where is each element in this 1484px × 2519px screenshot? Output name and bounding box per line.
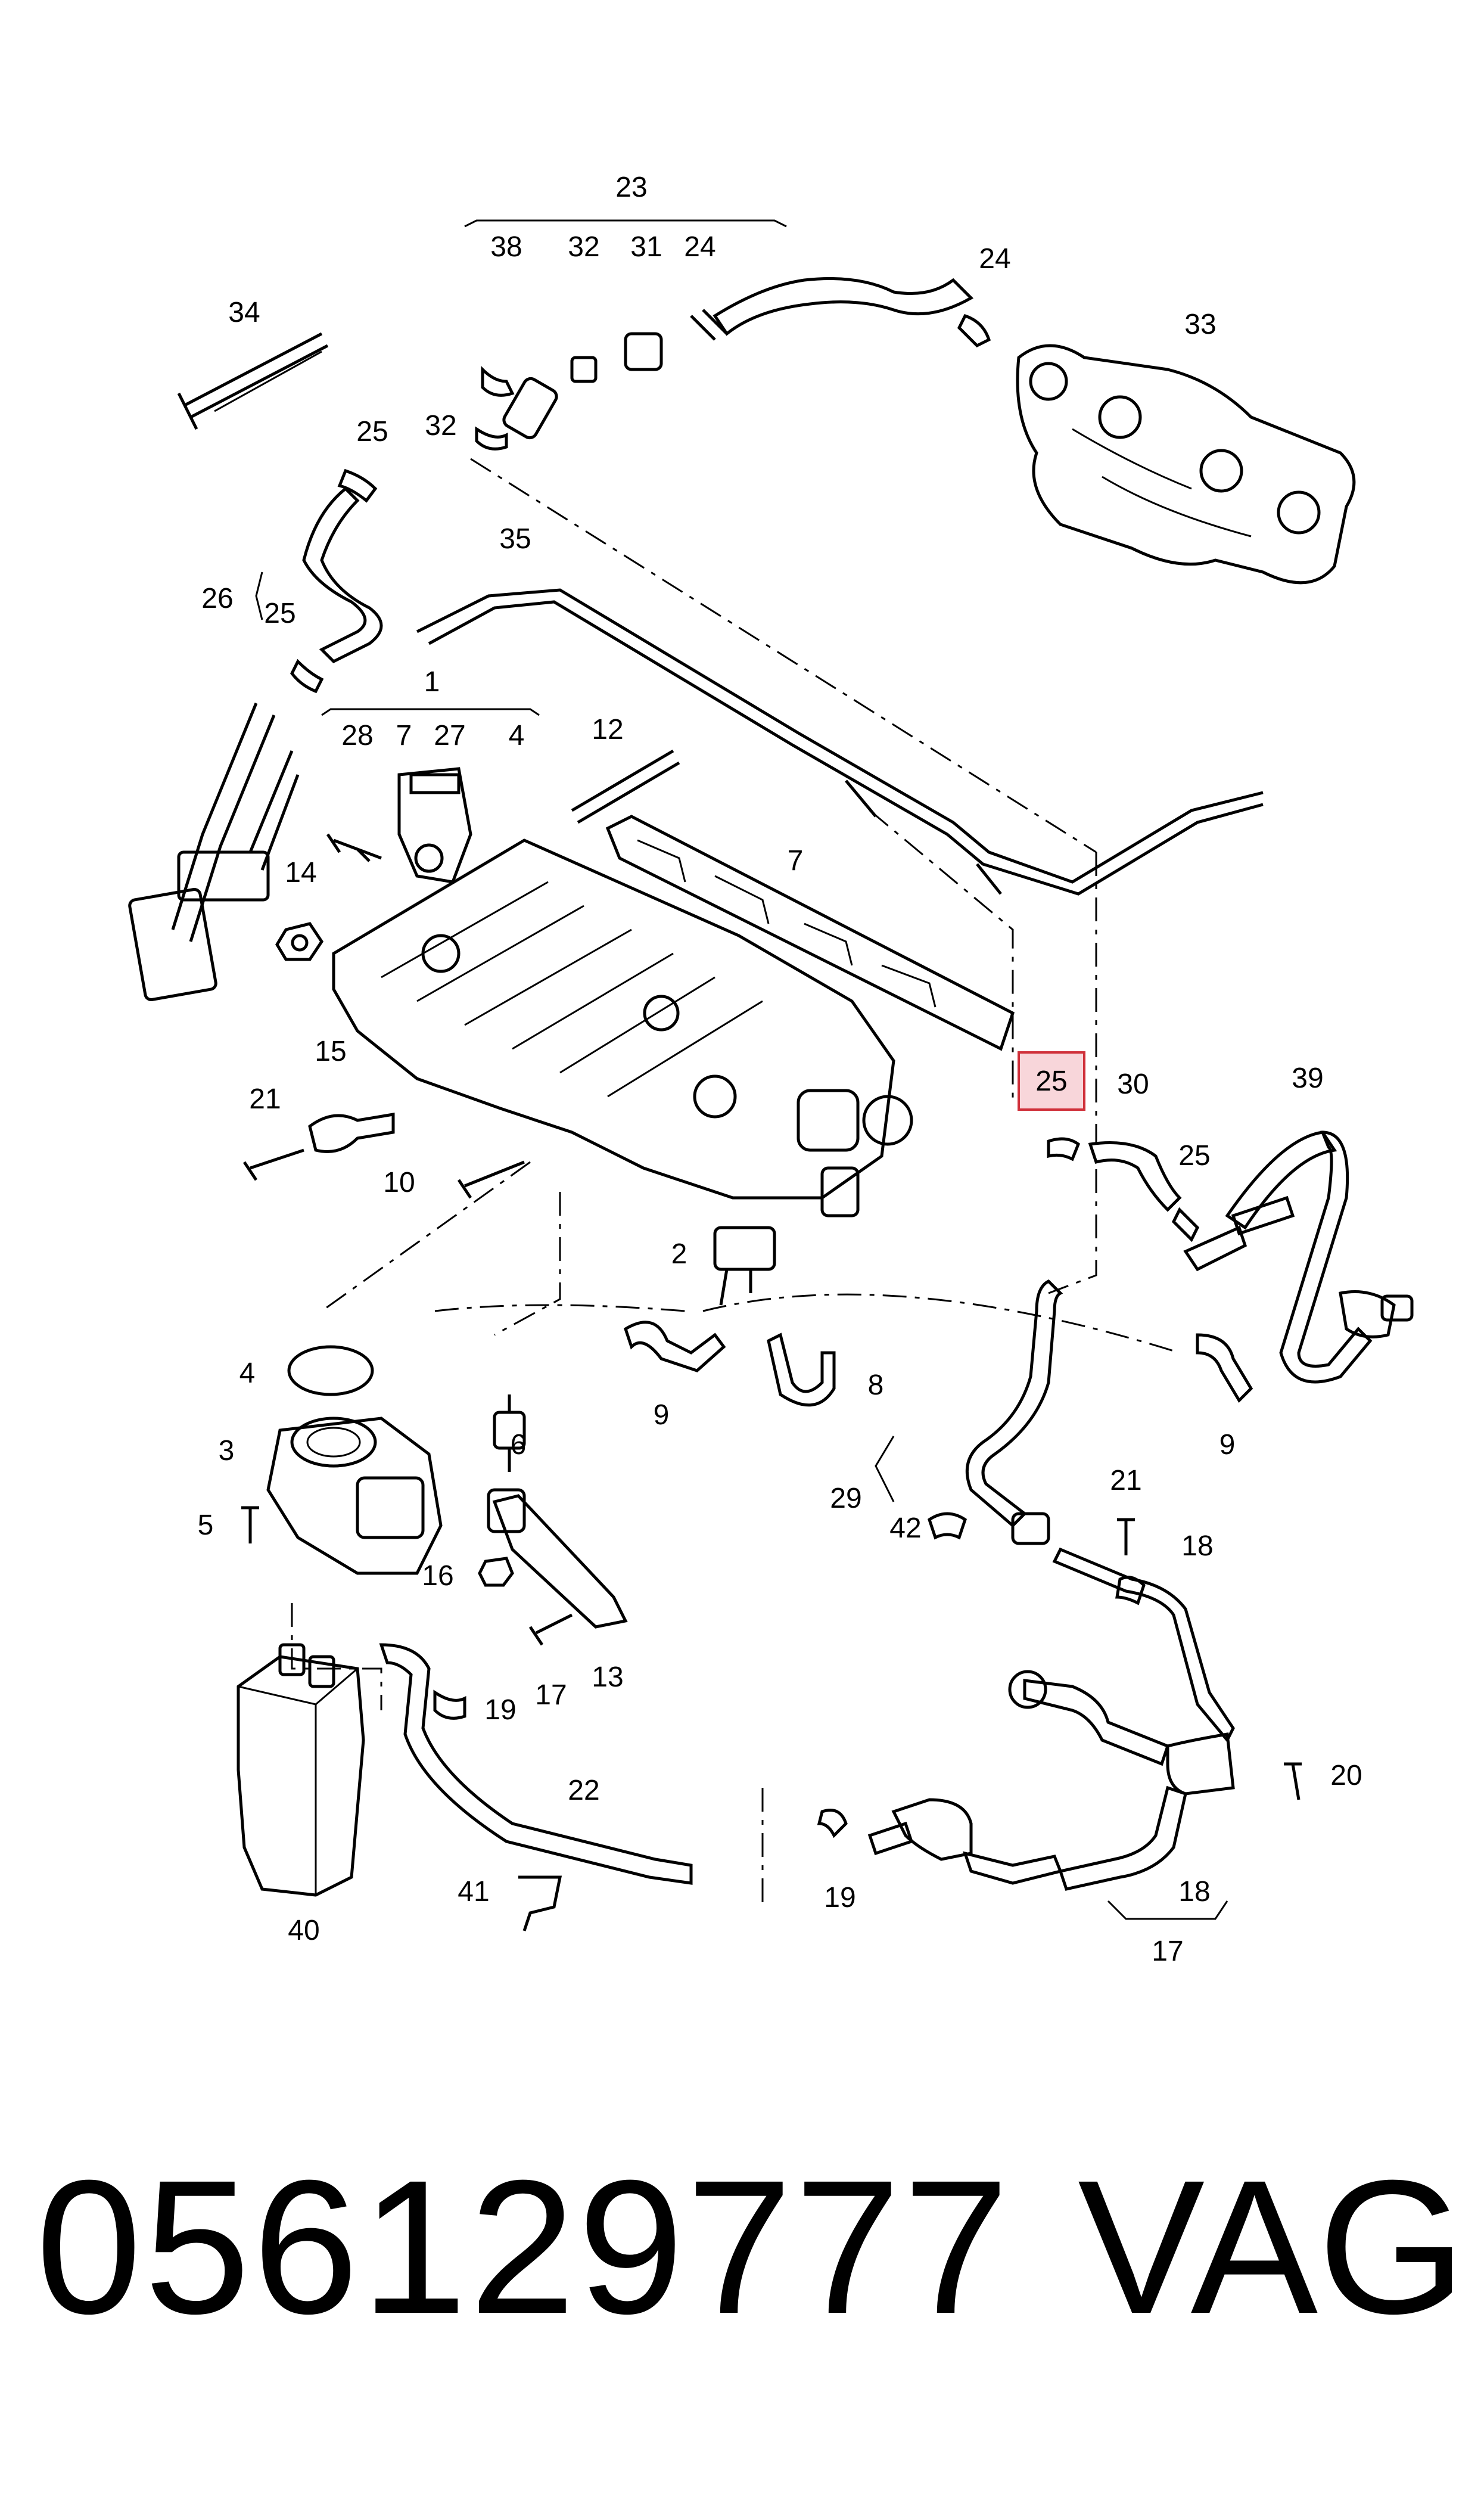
callout: 32 [425, 410, 456, 442]
screw-10 [457, 1160, 525, 1199]
hose-30 [1047, 1137, 1182, 1212]
callout: 6 [511, 1429, 527, 1461]
callout: 5 [198, 1509, 214, 1541]
clip-19-right [817, 1809, 848, 1838]
callout: 9 [1219, 1429, 1236, 1461]
gasket-7 [605, 815, 1015, 1051]
hose-8 [767, 1333, 836, 1407]
callout: 22 [568, 1775, 599, 1806]
callout: 25 [1178, 1140, 1210, 1172]
bolt-21-right [1117, 1518, 1135, 1555]
screw-20 [1284, 1762, 1302, 1800]
group-brackets [255, 219, 1228, 1920]
callout: 17 [1152, 1936, 1183, 1967]
callout: 21 [249, 1083, 281, 1115]
callout: 1 [424, 666, 440, 698]
callout: 33 [1184, 309, 1216, 340]
callout: 24 [684, 231, 715, 263]
callout: 31 [630, 231, 662, 263]
callout: 34 [228, 297, 260, 328]
callout: 38 [490, 231, 522, 263]
callout: 20 [1330, 1760, 1362, 1791]
callout: 7 [396, 720, 412, 751]
canister-41 [237, 1643, 365, 1897]
callout: 2 [671, 1238, 687, 1270]
rubber-mount-6 [493, 1394, 526, 1472]
hose-9-left [623, 1321, 726, 1372]
callout: 14 [285, 857, 316, 889]
callout: 4 [239, 1358, 256, 1389]
callout: 23 [615, 172, 647, 203]
callout: 8 [868, 1369, 884, 1401]
part-number: 056129777 [36, 2140, 1012, 2353]
callout: 7 [788, 845, 804, 877]
footer: 056129777 VAG [0, 2122, 1484, 2372]
callout: 25 [264, 598, 295, 629]
callout: 17 [535, 1679, 567, 1711]
fitting-25-right [1171, 1195, 1295, 1272]
nut-12 [275, 922, 324, 961]
cable-ties-34 [177, 332, 329, 430]
callout: 30 [1117, 1069, 1149, 1100]
callout-highlighted: 25 [1035, 1066, 1067, 1097]
screw-5 [241, 1506, 259, 1543]
highlight-box [1018, 1051, 1085, 1111]
intake-manifold-1 [332, 838, 913, 1217]
connector-42 [518, 1875, 562, 1931]
callout: 16 [422, 1560, 453, 1592]
callout: 9 [654, 1399, 670, 1431]
leader-lines [291, 458, 1180, 1907]
exploded-parts-diagram: 23 38 32 31 24 24 33 34 25 32 35 26 25 1… [128, 172, 1414, 1967]
callout-labels: 23 38 32 31 24 24 33 34 25 32 35 26 25 1… [198, 172, 1362, 1967]
callout: 25 [356, 416, 388, 448]
callout: 32 [568, 231, 599, 263]
callout: 4 [509, 720, 525, 751]
callout: 29 [830, 1483, 861, 1514]
screw-28 [326, 833, 382, 862]
manifold-33 [1016, 344, 1356, 585]
hose-22 [379, 1643, 693, 1885]
callout: 12 [592, 714, 623, 746]
hose-26 [290, 468, 383, 694]
callout: 40 [288, 1915, 319, 1946]
nut-12-hole [291, 934, 309, 952]
throttle-body-3 [266, 1417, 443, 1575]
callout: 21 [1110, 1465, 1141, 1496]
callout: 42 [889, 1512, 921, 1544]
callout: 18 [1178, 1876, 1210, 1908]
hose-valve-40 [1225, 1130, 1414, 1384]
bolt-16 [528, 1613, 573, 1646]
callout: 18 [1181, 1530, 1213, 1562]
metal-line-35 [416, 588, 1264, 896]
callout: 10 [383, 1167, 415, 1198]
stud-11 [571, 749, 680, 824]
callout: 27 [434, 720, 465, 751]
o-ring-4 [287, 1345, 374, 1396]
clip-24 [957, 313, 991, 348]
callout: 15 [315, 1036, 346, 1067]
bracket-14 [487, 1488, 628, 1629]
callout: 41 [458, 1876, 489, 1908]
sensor-27 [397, 767, 472, 884]
bolt-21-left [242, 1148, 304, 1181]
bracket-13 [308, 1113, 395, 1153]
pipe-bracket [128, 703, 300, 1002]
valve-2 [713, 1226, 776, 1306]
callout: 35 [499, 523, 531, 555]
callout: 3 [219, 1435, 235, 1467]
callout: 13 [592, 1661, 623, 1693]
hose-assembly-23 [475, 277, 974, 451]
brand-label: VAG [1077, 2140, 1466, 2353]
hose-9-right [1196, 1333, 1253, 1403]
clip-19-left [433, 1689, 466, 1720]
nut-15 [478, 1557, 514, 1587]
callout: 26 [201, 583, 233, 614]
callout: 28 [341, 720, 373, 751]
hose-29 [928, 1279, 1063, 1545]
hose-assembly-17 [867, 1547, 1235, 1891]
callout: 19 [824, 1882, 855, 1914]
callout: 19 [484, 1694, 516, 1726]
callout: 39 [1292, 1063, 1323, 1094]
callout: 24 [979, 243, 1010, 275]
